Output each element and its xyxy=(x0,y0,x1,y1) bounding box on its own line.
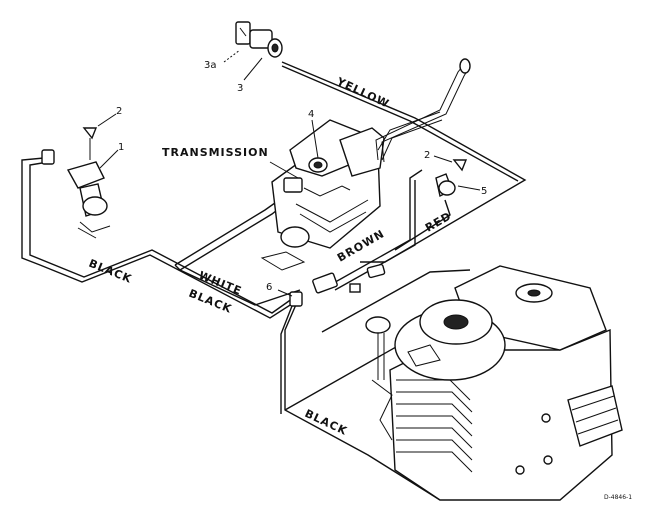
callout-6-leader xyxy=(277,289,293,297)
callout-6: 6 xyxy=(266,282,272,293)
yellow-wire-inner xyxy=(281,65,519,182)
red-wire xyxy=(394,199,451,251)
white-wire-lower xyxy=(174,264,301,306)
callout-2-right-leader xyxy=(433,155,453,163)
callout-3a-leader xyxy=(223,49,241,63)
black-wire-bottom-inner xyxy=(280,305,293,414)
callout-2-left-leader xyxy=(97,113,117,127)
callout-5: 5 xyxy=(481,186,487,197)
callout-5-leader xyxy=(457,185,481,191)
black-wire-left-inner xyxy=(29,161,297,314)
transmission-label-leader xyxy=(269,161,299,179)
ignition-switch xyxy=(235,21,283,58)
white-wire-inner xyxy=(179,202,287,271)
clutch-switch xyxy=(435,159,468,198)
callout-1-leader xyxy=(99,149,119,169)
callout-3: 3 xyxy=(237,83,243,94)
figure-code: D-4846-1 xyxy=(604,494,632,501)
connector-6 xyxy=(289,263,386,307)
callout-2-left: 2 xyxy=(116,106,122,117)
callout-1: 1 xyxy=(118,142,124,153)
engine-ground-wire xyxy=(321,269,471,333)
yellow-wire xyxy=(281,61,527,263)
label-transmission: TRANSMISSION xyxy=(162,146,269,159)
callout-3-leader xyxy=(243,57,263,81)
transmission-unit xyxy=(260,111,443,271)
black-wire-left xyxy=(21,157,299,319)
label-black-bottom: BLACK xyxy=(303,407,350,438)
white-wire xyxy=(174,197,283,266)
label-black-left: BLACK xyxy=(87,257,134,286)
callout-3a: 3a xyxy=(204,60,217,71)
callout-4-leader xyxy=(311,119,319,159)
engine xyxy=(284,265,623,501)
seat-switch-assembly xyxy=(41,127,111,239)
callout-2-right: 2 xyxy=(424,150,430,161)
shift-lever-knob xyxy=(459,58,471,74)
callout-4: 4 xyxy=(308,109,314,120)
brown-wire-inner xyxy=(334,180,416,291)
brown-wire xyxy=(329,169,423,286)
